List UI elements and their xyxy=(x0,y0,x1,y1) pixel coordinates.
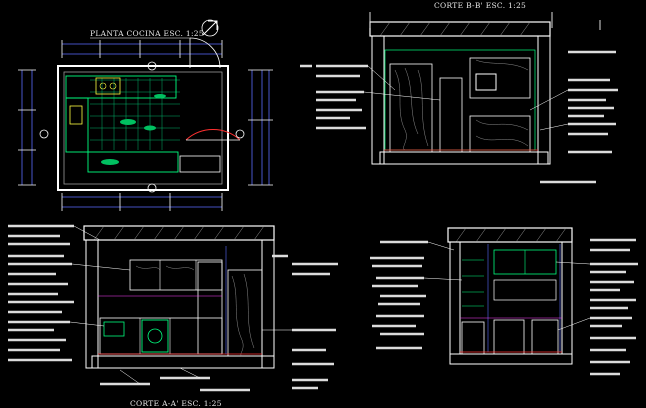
north-arrow-icon xyxy=(201,19,219,37)
section-marker-icon xyxy=(39,61,245,193)
section-b-elevation: CORTE B-B' ESC. 1:25 xyxy=(316,1,618,184)
section-a-title: CORTE A-A' ESC. 1:25 xyxy=(130,399,222,408)
section-a-elevation: CORTE A-A' ESC. 1:25 xyxy=(8,224,338,408)
plan-title: PLANTA COCINA ESC. 1:25 xyxy=(90,29,204,38)
section-c-elevation xyxy=(370,227,638,376)
kitchen-floor-plan: PLANTA COCINA ESC. 1:25 xyxy=(18,19,273,211)
section-b-title: CORTE B-B' ESC. 1:25 xyxy=(434,1,526,10)
